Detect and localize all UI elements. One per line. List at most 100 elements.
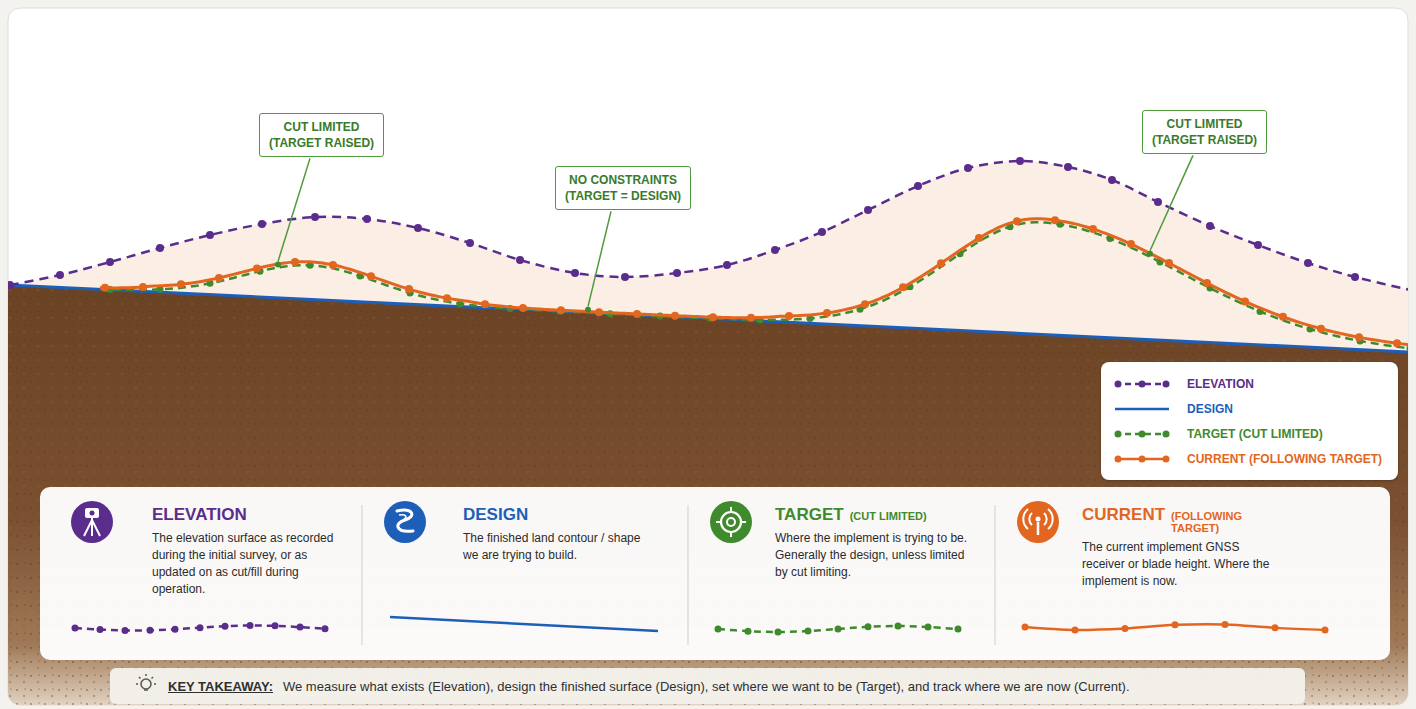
current-dot bbox=[329, 261, 337, 269]
elevation-dot bbox=[363, 215, 371, 223]
current-dot bbox=[1051, 216, 1059, 224]
current-dot bbox=[1393, 339, 1401, 347]
sample-dot bbox=[1122, 625, 1129, 632]
elevation-dot bbox=[914, 182, 922, 190]
legend-sample bbox=[1113, 378, 1171, 390]
divider bbox=[995, 505, 996, 645]
info-card: ELEVATIONThe elevation surface as record… bbox=[152, 505, 342, 598]
ground bbox=[8, 285, 1408, 705]
elevation-dot bbox=[1064, 163, 1072, 171]
elevation-dot bbox=[864, 206, 872, 214]
legend-sample bbox=[1113, 453, 1171, 465]
sample-dot bbox=[222, 623, 229, 630]
elevation-dot bbox=[466, 239, 474, 247]
current-dot bbox=[367, 272, 375, 280]
current-dot bbox=[1355, 333, 1363, 341]
current-dot bbox=[481, 300, 489, 308]
elevation-dot bbox=[56, 271, 64, 279]
takeaway-text: We measure what exists (Elevation), desi… bbox=[283, 679, 1130, 694]
elevation-line bbox=[10, 161, 1408, 292]
current-dot bbox=[177, 280, 185, 288]
sample-dot bbox=[247, 622, 254, 629]
legend-sample bbox=[1113, 428, 1171, 440]
callout-box: NO CONSTRAINTS(TARGET = DESIGN) bbox=[555, 166, 691, 210]
card-heading-row: ELEVATION bbox=[152, 505, 342, 525]
scene bbox=[8, 157, 1408, 705]
elevation-dot bbox=[1154, 198, 1162, 206]
sample-line bbox=[718, 626, 958, 632]
elevation-dot bbox=[673, 269, 681, 277]
callout-box: CUT LIMITED(TARGET RAISED) bbox=[259, 113, 384, 157]
elevation-dot bbox=[964, 164, 972, 172]
elevation-dot bbox=[621, 273, 629, 281]
callout-note: (TARGET RAISED) bbox=[269, 135, 374, 151]
card-heading-row: CURRENT(FOLLOWING TARGET) bbox=[1082, 505, 1282, 534]
callout-title: CUT LIMITED bbox=[269, 119, 374, 135]
takeaway-bar bbox=[110, 668, 1305, 704]
sample-dot bbox=[1022, 624, 1029, 631]
elevation-dot bbox=[771, 246, 779, 254]
elevation-dot bbox=[1108, 176, 1116, 184]
sample-dot bbox=[97, 626, 104, 633]
current-dot bbox=[1165, 259, 1173, 267]
info-card: CURRENT(FOLLOWING TARGET)The current imp… bbox=[1082, 505, 1282, 590]
sample-dot bbox=[925, 623, 932, 630]
elevation-dot bbox=[414, 224, 422, 232]
sample-dot bbox=[172, 626, 179, 633]
current-dot bbox=[747, 314, 755, 322]
sample-dot bbox=[122, 627, 129, 634]
elevation-dot bbox=[106, 258, 114, 266]
card-heading: CURRENT bbox=[1082, 505, 1165, 525]
divider bbox=[688, 505, 689, 645]
current-dot bbox=[1127, 240, 1135, 248]
sample-dot bbox=[715, 626, 722, 633]
legend-row: DESIGN bbox=[1113, 396, 1382, 421]
current-dot bbox=[595, 308, 603, 316]
design-icon bbox=[384, 501, 426, 543]
sample-dot bbox=[895, 623, 902, 630]
elevation-dot bbox=[258, 220, 266, 228]
current-dot bbox=[139, 283, 147, 291]
legend-label: TARGET (CUT LIMITED) bbox=[1187, 427, 1323, 441]
legend-row: TARGET (CUT LIMITED) bbox=[1113, 421, 1382, 446]
legend-box: ELEVATIONDESIGN TARGET (CUT LIMITED) CURRE… bbox=[1101, 362, 1398, 480]
callout-note: (TARGET RAISED) bbox=[1152, 132, 1257, 148]
legend-row: ELEVATION bbox=[1113, 371, 1382, 396]
card-heading-row: DESIGN bbox=[463, 505, 643, 525]
elevation-dot bbox=[1206, 222, 1214, 230]
current-dot bbox=[291, 258, 299, 266]
elevation-dot bbox=[1254, 241, 1262, 249]
current-dot bbox=[215, 274, 223, 282]
sample-dot bbox=[147, 627, 154, 634]
current-dot bbox=[519, 304, 527, 312]
leader-line bbox=[588, 211, 611, 306]
sample-dot bbox=[297, 624, 304, 631]
current-dot bbox=[1203, 279, 1211, 287]
legend-sample bbox=[1113, 403, 1171, 415]
elevation-dot bbox=[8, 281, 14, 289]
current-dot bbox=[253, 264, 261, 272]
current-dot bbox=[899, 283, 907, 291]
sample-dot bbox=[272, 622, 279, 629]
bottom-panel bbox=[40, 487, 1390, 704]
sample-dot bbox=[775, 628, 782, 635]
info-panel bbox=[40, 487, 1390, 660]
elevation-dot bbox=[156, 244, 164, 252]
elevation-dot bbox=[571, 269, 579, 277]
legend-label: CURRENT (FOLLOWING TARGET) bbox=[1187, 452, 1382, 466]
leader-dot bbox=[275, 261, 281, 267]
sample-dot bbox=[865, 623, 872, 630]
takeaway-box: KEY TAKEAWAY:We measure what exists (Ele… bbox=[110, 668, 1305, 704]
card-body: Where the implement is trying to be. Gen… bbox=[775, 530, 975, 581]
leader-line bbox=[278, 158, 310, 261]
callout-note: (TARGET = DESIGN) bbox=[565, 188, 681, 204]
current-dot bbox=[823, 309, 831, 317]
current-dot bbox=[937, 259, 945, 267]
elevation-dot bbox=[206, 231, 214, 239]
current-dot bbox=[1279, 313, 1287, 321]
current-dot bbox=[557, 306, 565, 314]
